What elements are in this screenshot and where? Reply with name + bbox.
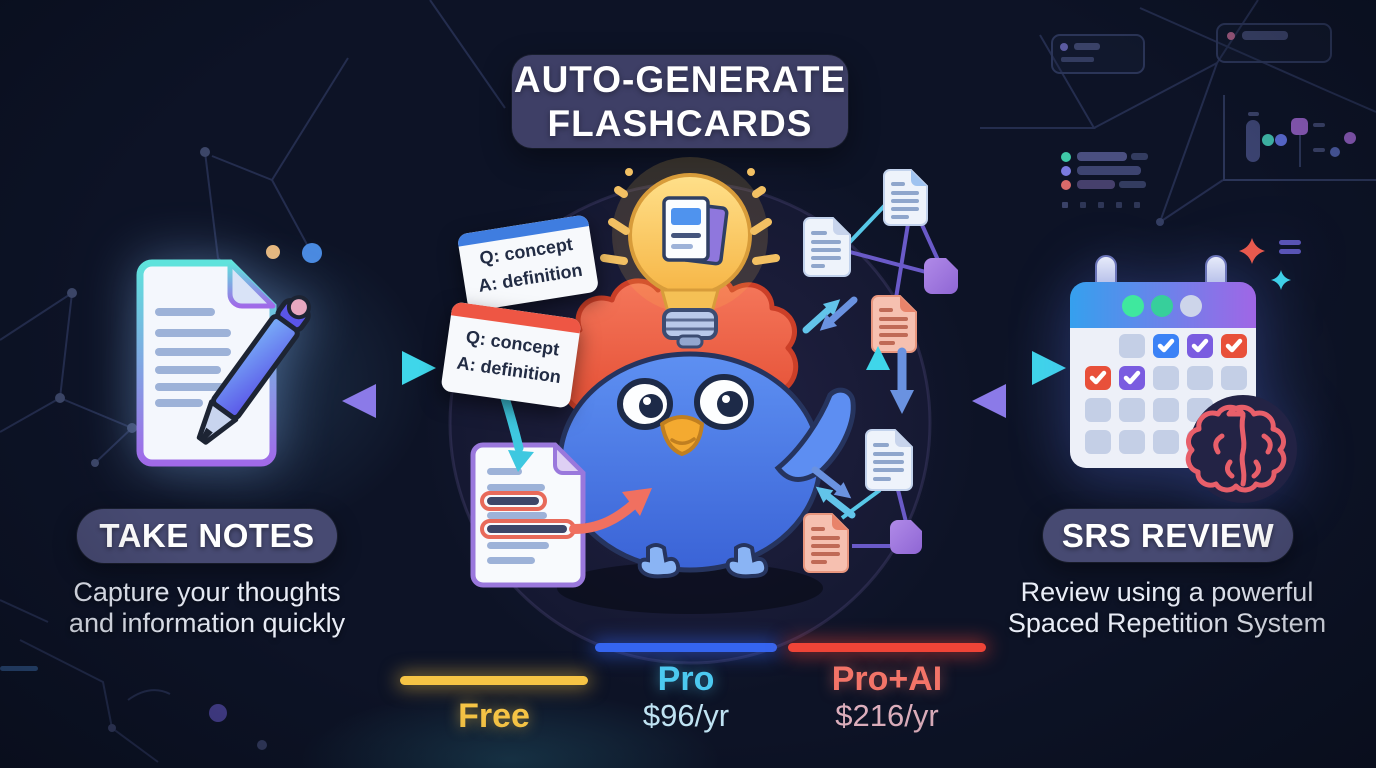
arrow-left-icon [972, 384, 1073, 418]
doc-white-left [803, 217, 851, 277]
arrow-right-icon [965, 351, 1066, 385]
purple-tile-bottom [890, 520, 922, 554]
free-tier-bar [400, 676, 588, 685]
pricing-tier-pro: Pro $96/yr [595, 643, 777, 734]
doc-salmon-top [871, 295, 917, 353]
pro-tier-price: $96/yr [642, 698, 730, 733]
title-line-1: AUTO-GENERATE [513, 58, 847, 100]
arrow-left-icon [342, 384, 443, 418]
srs-review-label: SRS REVIEW [1061, 516, 1275, 554]
take-notes-desc-line1: Capture your thoughts [73, 577, 341, 607]
sync-arrows-vertical [866, 346, 914, 414]
pricing-tier-pro-ai: Pro+AI $216/yr [788, 643, 986, 734]
pro-ai-tier-bar [788, 643, 986, 652]
bulb-flashcard-icon [662, 196, 729, 266]
free-tier-name: Free [458, 697, 530, 735]
srs-review-desc-line1: Review using a powerful [1020, 577, 1314, 607]
take-notes-description: Capture your thoughts and information qu… [17, 577, 397, 639]
note-pen-icon [136, 259, 311, 467]
doc-salmon-bottom [803, 513, 849, 573]
take-notes-pill: TAKE NOTES [77, 509, 337, 563]
network-links [840, 200, 940, 548]
arrow-right-icon [335, 351, 436, 385]
srs-calendar-group [1070, 238, 1301, 503]
arrows-notes-to-center [335, 351, 443, 418]
srs-review-description: Review using a powerful Spaced Repetitio… [977, 577, 1357, 639]
bird-body [557, 351, 823, 573]
brain-icon [1185, 395, 1297, 503]
sparkle-red-icon [1239, 238, 1265, 264]
doc-white-bottom [865, 429, 913, 491]
take-notes-desc-line2: and information quickly [68, 608, 346, 638]
sparkle-cyan-icon [1271, 270, 1291, 290]
pricing-tier-free: Free [400, 676, 588, 735]
pro-ai-tier-name: Pro+AI [831, 660, 943, 698]
srs-review-desc-line2: Spaced Repetition System [1007, 608, 1327, 638]
flashcard-sample-red: Q: concept A: definition [440, 301, 582, 409]
flashcard-network [802, 169, 958, 573]
main-title-panel: AUTO-GENERATE FLASHCARDS [512, 55, 848, 148]
pro-tier-name: Pro [657, 660, 715, 698]
pro-ai-tier-price: $216/yr [835, 698, 939, 733]
srs-review-pill: SRS REVIEW [1043, 509, 1293, 562]
take-notes-label: TAKE NOTES [99, 517, 315, 554]
pro-tier-bar [595, 643, 777, 652]
sync-arrows-diagonal-top [802, 296, 858, 334]
purple-tile-top [924, 258, 958, 294]
title-line-2: FLASHCARDS [547, 102, 813, 144]
sparkle-icons [1239, 238, 1301, 290]
doc-white-top [883, 169, 928, 226]
